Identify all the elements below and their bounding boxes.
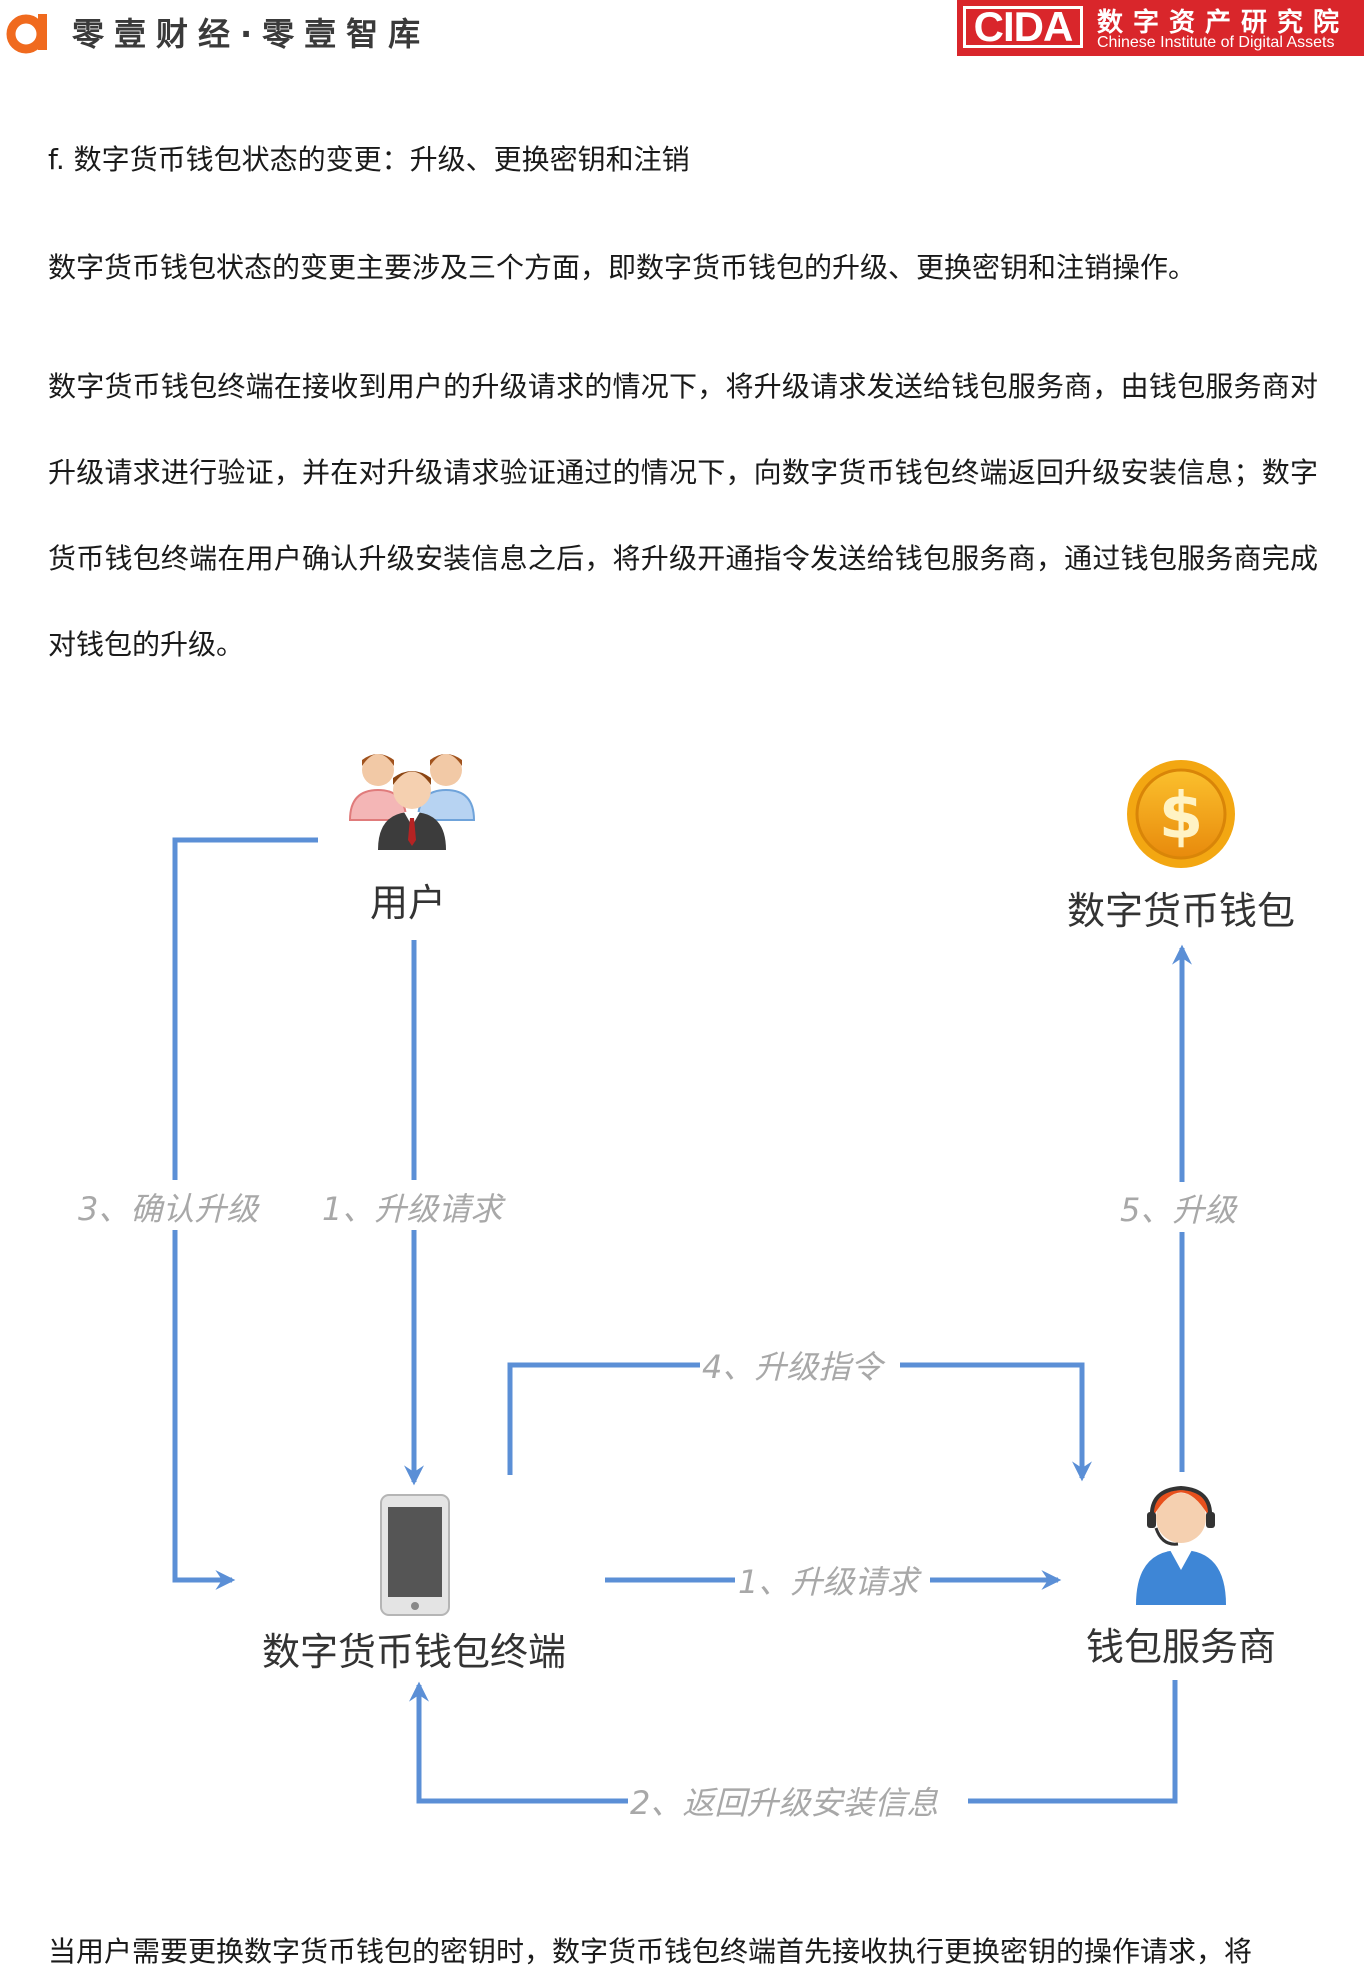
edge-label-provider-to-terminal: 2、返回升级安装信息: [630, 1784, 938, 1822]
org-name-en: Chinese Institute of Digital Assets: [1097, 34, 1335, 51]
page-header: 零壹财经·零壹智库 CIDA 数字资产研究院 Chinese Institute…: [0, 0, 1364, 62]
upgrade-paragraph: 数字货币钱包终端在接收到用户的升级请求的情况下，将升级请求发送给钱包服务商，由钱…: [48, 370, 1318, 661]
org-name-cn: 数字资产研究院: [1097, 8, 1350, 38]
edge-label-user-to-terminal: 1、升级请求: [322, 1190, 506, 1228]
brand-logo-icon: [6, 14, 47, 54]
brand-name: 零壹财经·零壹智库: [72, 15, 431, 53]
smartphone-icon: [380, 1494, 450, 1616]
node-label-wallet: 数字货币钱包: [1067, 889, 1295, 933]
node-label-user: 用户: [370, 881, 446, 925]
intro-paragraph: 数字货币钱包状态的变更主要涉及三个方面，即数字货币钱包的升级、更换密钥和注销操作…: [48, 251, 1197, 284]
section-heading: f. 数字货币钱包状态的变更：升级、更换密钥和注销: [48, 143, 690, 176]
org-logo: CIDA: [963, 6, 1083, 48]
customer-service-agent-icon: [1136, 1485, 1226, 1605]
svg-text:$: $: [1159, 780, 1204, 854]
org-banner: CIDA 数字资产研究院 Chinese Institute of Digita…: [957, 0, 1364, 56]
node-label-terminal: 数字货币钱包终端: [262, 1630, 566, 1674]
user-group-icon: [348, 754, 476, 850]
edge-label-terminal-to-provider: 1、升级请求: [738, 1563, 922, 1601]
edge-label-upgrade-command: 4、升级指令: [702, 1348, 886, 1386]
next-paragraph: 当用户需要更换数字货币钱包的密钥时，数字货币钱包终端首先接收执行更换密钥的操作请…: [48, 1935, 1253, 1968]
dollar-coin-icon: $: [1127, 760, 1235, 868]
brand-left: 零壹财经·零壹智库: [4, 8, 430, 56]
edge-label-confirm-upgrade: 3、确认升级: [78, 1190, 260, 1228]
node-label-provider: 钱包服务商: [1086, 1625, 1276, 1669]
edge-label-provider-to-wallet: 5、升级: [1120, 1191, 1238, 1229]
upgrade-flow-diagram: 3、确认升级 1、升级请求 4、升级指令 1、升级请求 2、返回升级安装信息 5…: [70, 754, 1295, 1826]
